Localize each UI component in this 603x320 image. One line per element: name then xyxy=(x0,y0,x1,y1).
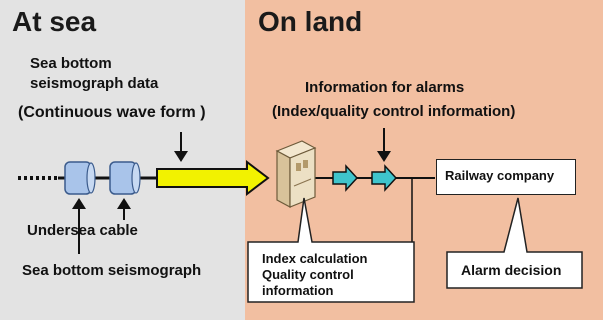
index-calculation-callout-shape xyxy=(247,197,415,303)
data-label-arrow xyxy=(174,151,188,162)
seismograph-data-label-line1: Sea bottom xyxy=(30,55,112,72)
data-flow-arrow xyxy=(156,159,270,197)
seismograph-2-arrow xyxy=(117,198,131,209)
seismograph-unit-1-icon xyxy=(64,161,96,195)
railway-company-label: Railway company xyxy=(445,168,555,183)
seismograph-data-label-line2: seismograph data xyxy=(30,75,159,92)
alarm-decision-label: Alarm decision xyxy=(461,262,562,278)
alarm-info-arrow-1 xyxy=(332,164,359,192)
sea-panel xyxy=(0,0,245,320)
land-heading: On land xyxy=(258,6,363,37)
sea-heading: At sea xyxy=(12,6,97,37)
seismograph-label: Sea bottom seismograph xyxy=(22,262,202,279)
seismograph-unit-2-icon xyxy=(109,161,141,195)
server-icon xyxy=(275,140,317,209)
alarm-info-label-line2: (Index/quality control information) xyxy=(272,103,516,120)
alarm-info-arrow-2 xyxy=(371,164,398,192)
undersea-cable-label: Undersea cable xyxy=(27,222,138,239)
index-calculation-line1: Index calculation xyxy=(262,251,368,266)
seismograph-1-arrow xyxy=(72,198,86,209)
alarm-label-arrow xyxy=(377,151,391,162)
index-calculation-line3: information xyxy=(262,283,334,298)
index-calculation-line2: Quality control xyxy=(262,267,354,282)
alarm-decision-callout-shape xyxy=(446,197,583,289)
seismograph-data-label-line3: (Continuous wave form ) xyxy=(18,104,206,121)
railway-company-box: Railway company xyxy=(436,159,576,195)
alarm-info-label-line1: Information for alarms xyxy=(305,79,465,96)
